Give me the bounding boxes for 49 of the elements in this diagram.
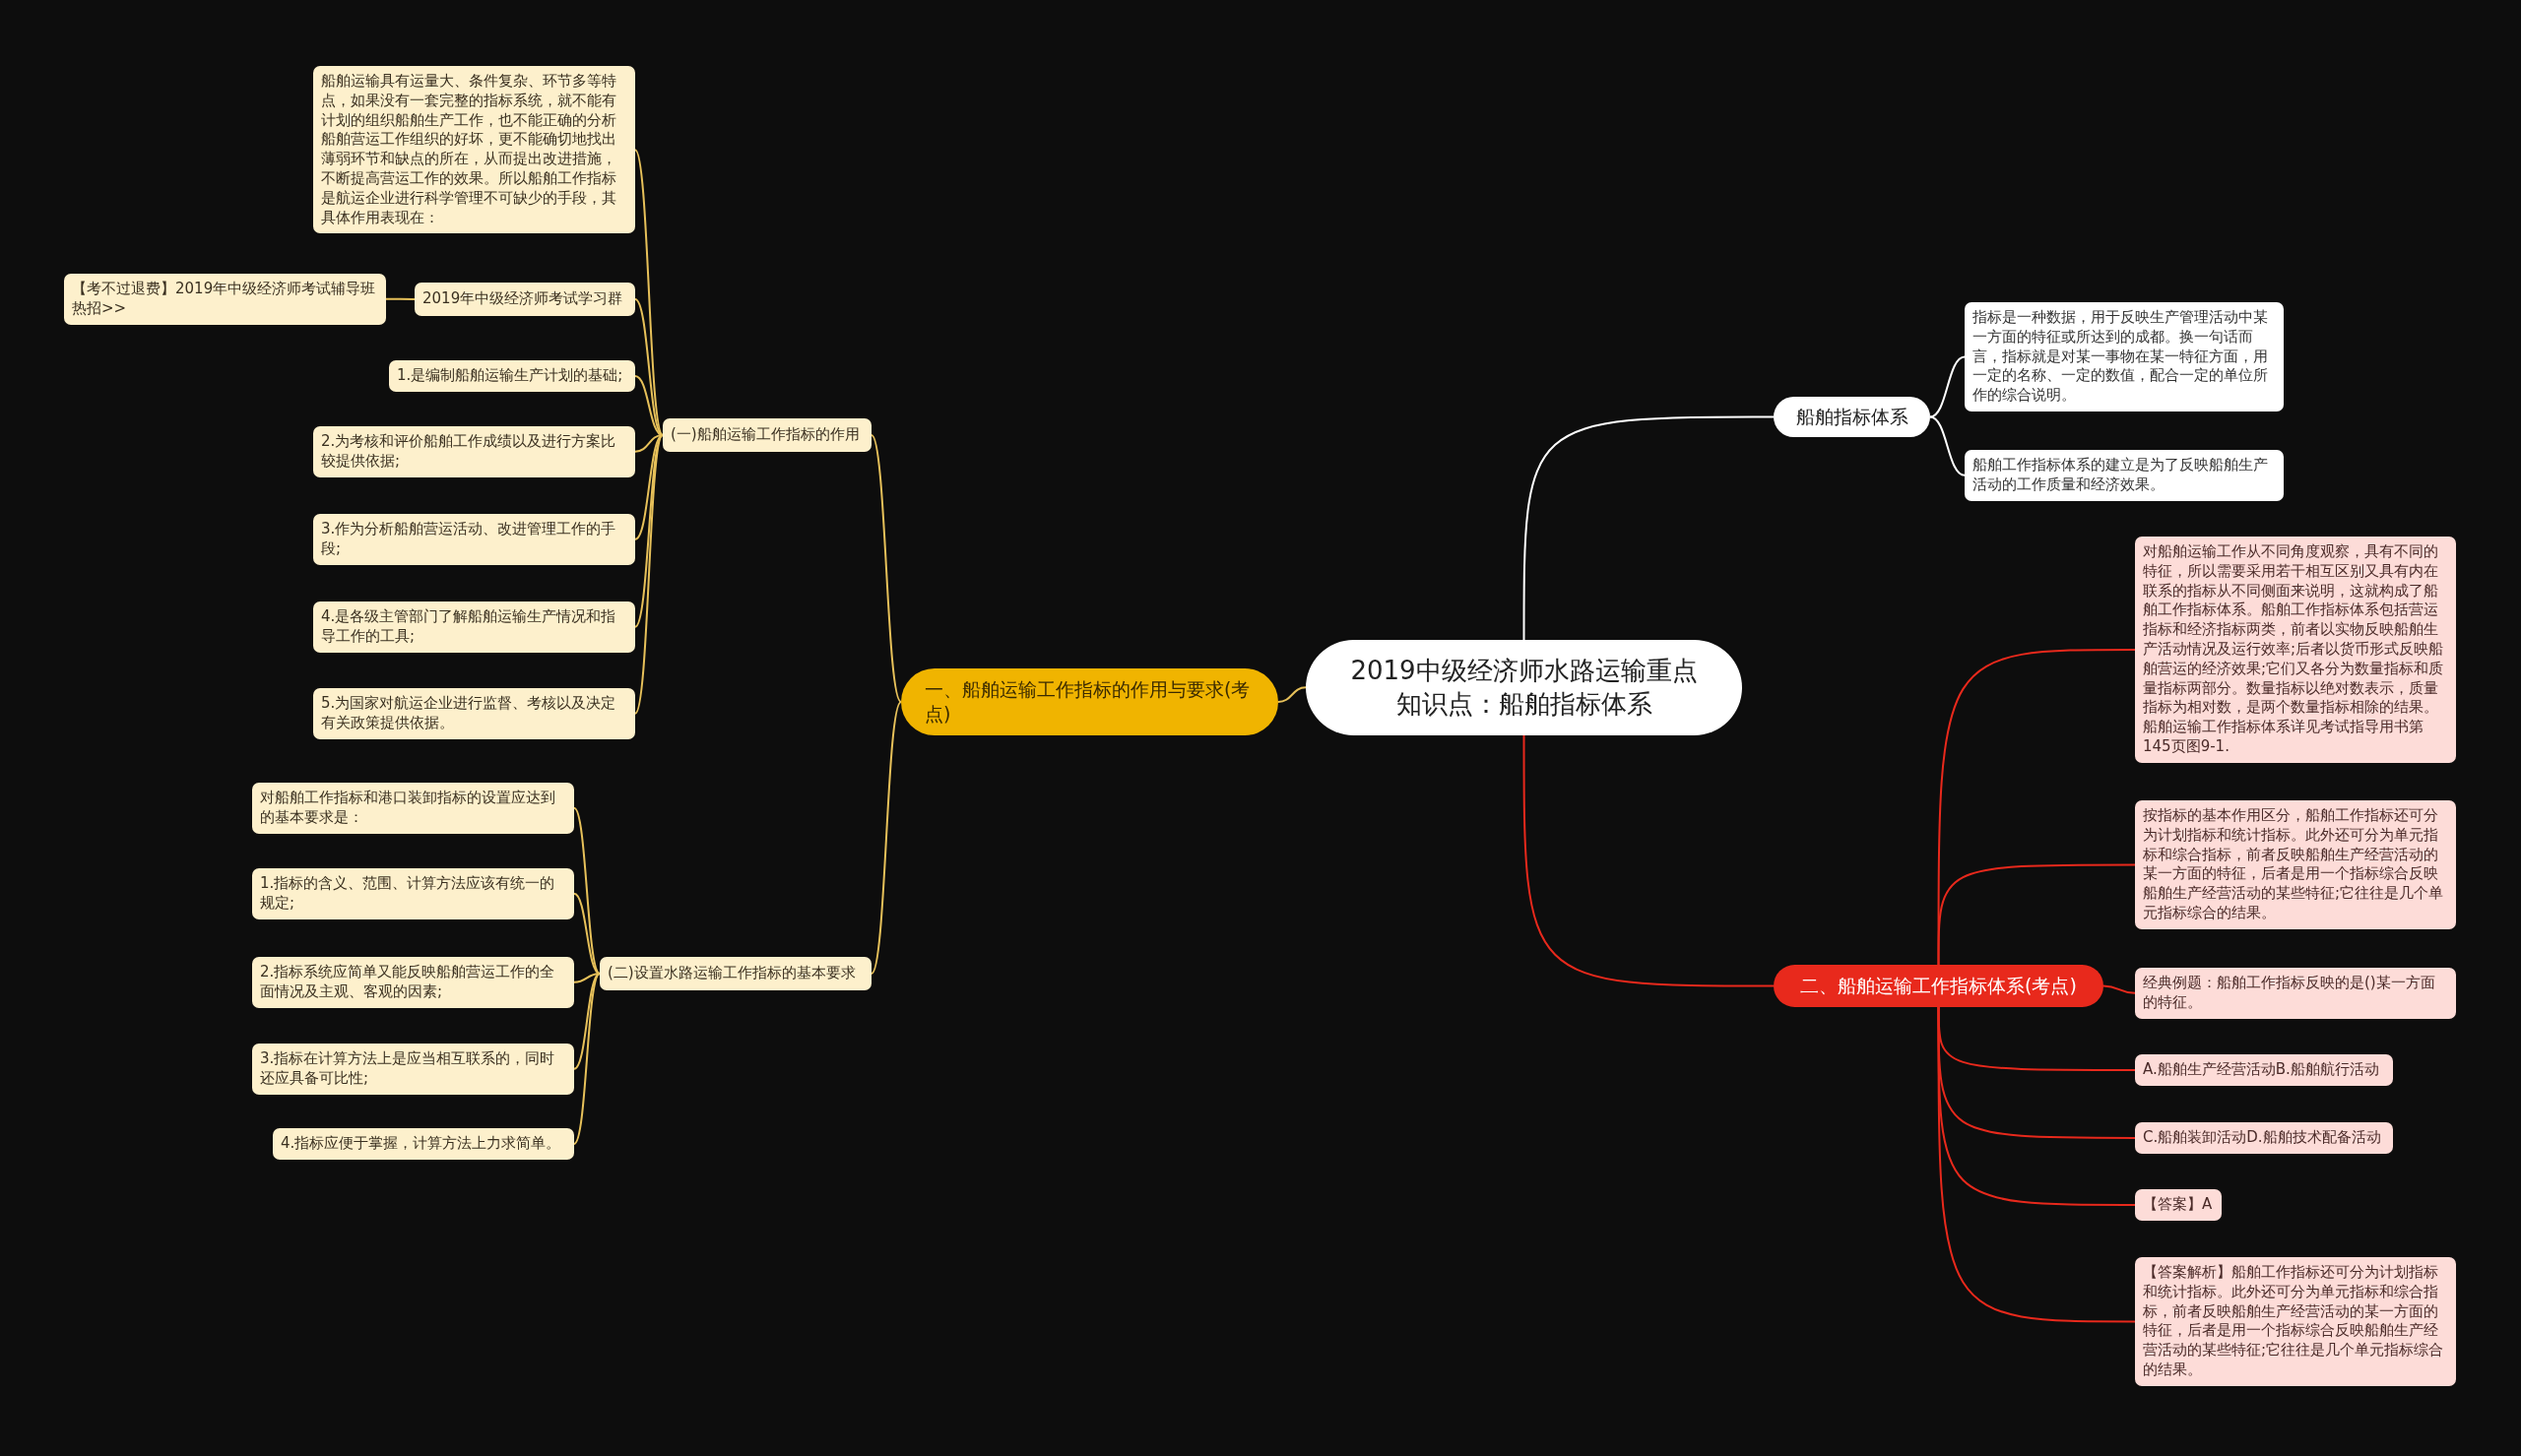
connector-line [1929, 355, 1966, 418]
connector-line [1522, 415, 1775, 641]
branch-topic: 二、船舶运输工作指标体系(考点) [1774, 965, 2103, 1008]
note-box: 经典例题：船舶工作指标反映的是()某一方面的特征。 [2135, 968, 2456, 1019]
connector-line [634, 374, 664, 436]
connector-line [871, 433, 902, 704]
note-box: 3.作为分析船舶营运活动、改进管理工作的手段; [313, 514, 635, 565]
note-box: 1.是编制船舶运输生产计划的基础; [389, 360, 635, 392]
note-box: 【答案】A [2135, 1189, 2222, 1221]
connector-line [2102, 984, 2136, 994]
note-box: C.船舶装卸活动D.船舶技术配备活动 [2135, 1122, 2393, 1154]
connector-line [1937, 648, 2136, 966]
note-box: 【答案解析】船舶工作指标还可分为计划指标和统计指标。此外还可分为单元指标和综合指标，前者反映船舶生产经营活动的某一方面的特征，后者是用一个指标综合反映船舶生产经营活动的某些特征;它往往是几个单元指标综合的结果。 [2135, 1257, 2456, 1386]
note-box: 2.指标系统应简单又能反映船舶营运工作的全面情况及主观、客观的因素; [252, 957, 574, 1008]
central-topic: 2019中级经济师水路运输重点知识点：船舶指标体系 [1306, 640, 1742, 735]
note-box: 对船舶工作指标和港口装卸指标的设置应达到的基本要求是： [252, 783, 574, 834]
connector-line [385, 297, 416, 300]
connector-line [634, 297, 664, 436]
note-box: A.船舶生产经营活动B.船舶航行活动 [2135, 1054, 2393, 1086]
connector-line [573, 972, 601, 1070]
subtopic-box: 2019年中级经济师考试学习群 [415, 283, 635, 316]
note-box: 船舶工作指标体系的建立是为了反映船舶生产活动的工作质量和经济效果。 [1965, 450, 2284, 501]
connector-line [634, 433, 664, 453]
connector-line [871, 701, 902, 975]
subtopic-box: (二)设置水路运输工作指标的基本要求 [600, 957, 872, 990]
connector-line [573, 972, 601, 1145]
note-box: 1.指标的含义、范围、计算方法应该有统一的规定; [252, 868, 574, 919]
connector-line [573, 892, 601, 975]
note-box: 船舶运输具有运量大、条件复杂、环节多等特点，如果没有一套完整的指标系统，就不能有计划的组织船舶生产工作，也不能正确的分析船舶营运工作组织的好坏，更不能确切地找出薄弱环节和缺点的所在，从而提出改进措施，不断提高营运工作的效果。所以船舶工作指标是航运企业进行科学管理不可缺少的手段，其具体作用表现在： [313, 66, 635, 234]
note-box: 4.是各级主管部门了解船舶运输生产情况和指导工作的工具; [313, 601, 635, 653]
note-box: 3.指标在计算方法上是应当相互联系的，同时还应具备可比性; [252, 1044, 574, 1095]
note-box: 2.为考核和评价船舶工作成绩以及进行方案比较提供依据; [313, 426, 635, 477]
note-box: 【考不过退费】2019年中级经济师考试辅导班热招>> [64, 274, 386, 325]
branch-topic: 船舶指标体系 [1774, 397, 1930, 438]
connector-line [634, 433, 664, 540]
note-box: 对船舶运输工作从不同角度观察，具有不同的特征，所以需要采用若干相互区别又具有内在联系的指标从不同侧面来说明，这就构成了船舶工作指标体系。船舶工作指标体系包括营运指标和经济指标两类，前者以实物反映船舶生产活动情况及运行效率;后者以货币形式反映船舶营运的经济效果;它们又各分为数量指标和质量指标两部分。数量指标以绝对数表示，质量指标为相对数，是两个数量指标相除的结果。船舶运输工作指标体系详见考试指导用书第145页图9-1. [2135, 537, 2456, 763]
branch-topic: 一、船舶运输工作指标的作用与要求(考点) [901, 668, 1278, 736]
note-box: 5.为国家对航运企业进行监督、考核以及决定有关政策提供依据。 [313, 688, 635, 739]
connector-line [1937, 1006, 2136, 1323]
subtopic-box: (一)船舶运输工作指标的作用 [663, 418, 872, 452]
connector-line [1522, 733, 1775, 987]
connector-line [1929, 415, 1966, 476]
note-box: 指标是一种数据，用于反映生产管理活动中某一方面的特征或所达到的成都。换一句话而言，指标就是对某一事物在某一特征方面，用一定的名称、一定的数值，配合一定的单位所作的综合说明。 [1965, 302, 2284, 411]
connector-line [573, 972, 601, 983]
connector-line [1937, 863, 2136, 966]
connector-line [634, 149, 664, 436]
note-box: 4.指标应便于掌握，计算方法上力求简单。 [273, 1128, 574, 1160]
note-box: 按指标的基本作用区分，船舶工作指标还可分为计划指标和统计指标。此外还可分为单元指标和综合指标，前者反映船舶生产经营活动的某一方面的特征，后者是用一个指标综合反映船舶生产经营活动的某些特征;它往往是几个单元指标综合的结果。 [2135, 800, 2456, 929]
connector-line [1277, 686, 1307, 704]
